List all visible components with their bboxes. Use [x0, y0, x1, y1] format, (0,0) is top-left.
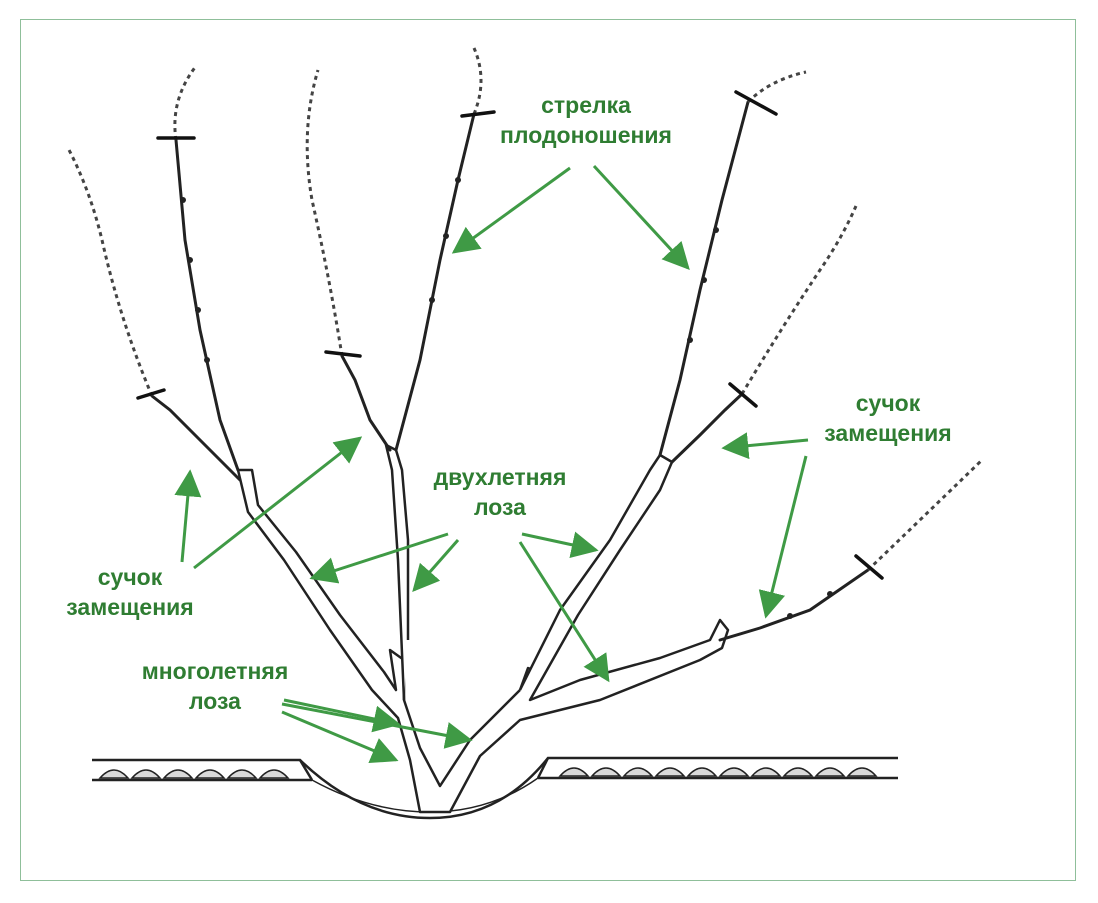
- label-fruiting-arrow: стрелка плодоношения: [466, 90, 706, 150]
- label-spur-left-line2: замещения: [66, 594, 194, 620]
- label-fruiting-arrow-line1: стрелка: [541, 92, 631, 118]
- diagram-frame: [20, 19, 1076, 881]
- label-spur-left-line1: сучок: [97, 564, 163, 590]
- removed-shoot-tips: [66, 47, 984, 572]
- arrow-biennial-lower-right: [518, 541, 610, 683]
- arrow-biennial-left: [309, 532, 449, 584]
- arrow-biennial-right: [521, 531, 599, 559]
- label-fruiting-arrow-line2: плодоношения: [500, 122, 672, 148]
- label-perennial-vine: многолетняя лоза: [120, 656, 310, 716]
- arrow-biennial-down: [412, 539, 460, 593]
- arrow-spur-right-lower: [758, 455, 808, 619]
- label-spur-right-line1: сучок: [855, 390, 921, 416]
- arrow-spur-left-up: [174, 469, 202, 563]
- label-perennial-vine-line2: лоза: [189, 688, 241, 714]
- label-biennial-vine-line2: лоза: [474, 494, 526, 520]
- arrow-fruiting-right: [592, 164, 690, 270]
- pruning-cut-marks: [136, 90, 884, 580]
- arrow-perennial-down: [281, 710, 399, 764]
- soil-clods: [98, 767, 878, 779]
- label-perennial-vine-line1: многолетняя: [141, 658, 289, 684]
- arrow-fruiting-left: [451, 166, 571, 254]
- arrow-perennial-mid: [283, 698, 401, 733]
- vine-trunk: [236, 443, 730, 814]
- arrow-spur-right-upper: [721, 432, 809, 460]
- arrow-spur-left-right: [193, 436, 363, 570]
- label-spur-right: сучок замещения: [798, 388, 978, 448]
- label-biennial-vine: двухлетняя лоза: [410, 462, 590, 522]
- label-biennial-vine-line1: двухлетняя: [433, 464, 567, 490]
- vine-canes: [150, 100, 870, 642]
- annotation-arrows: [174, 164, 809, 764]
- arrow-perennial-right: [281, 702, 473, 749]
- label-spur-right-line2: замещения: [824, 420, 952, 446]
- buds: [180, 177, 833, 619]
- label-spur-left: сучок замещения: [40, 562, 220, 622]
- soil-surface: [92, 756, 898, 820]
